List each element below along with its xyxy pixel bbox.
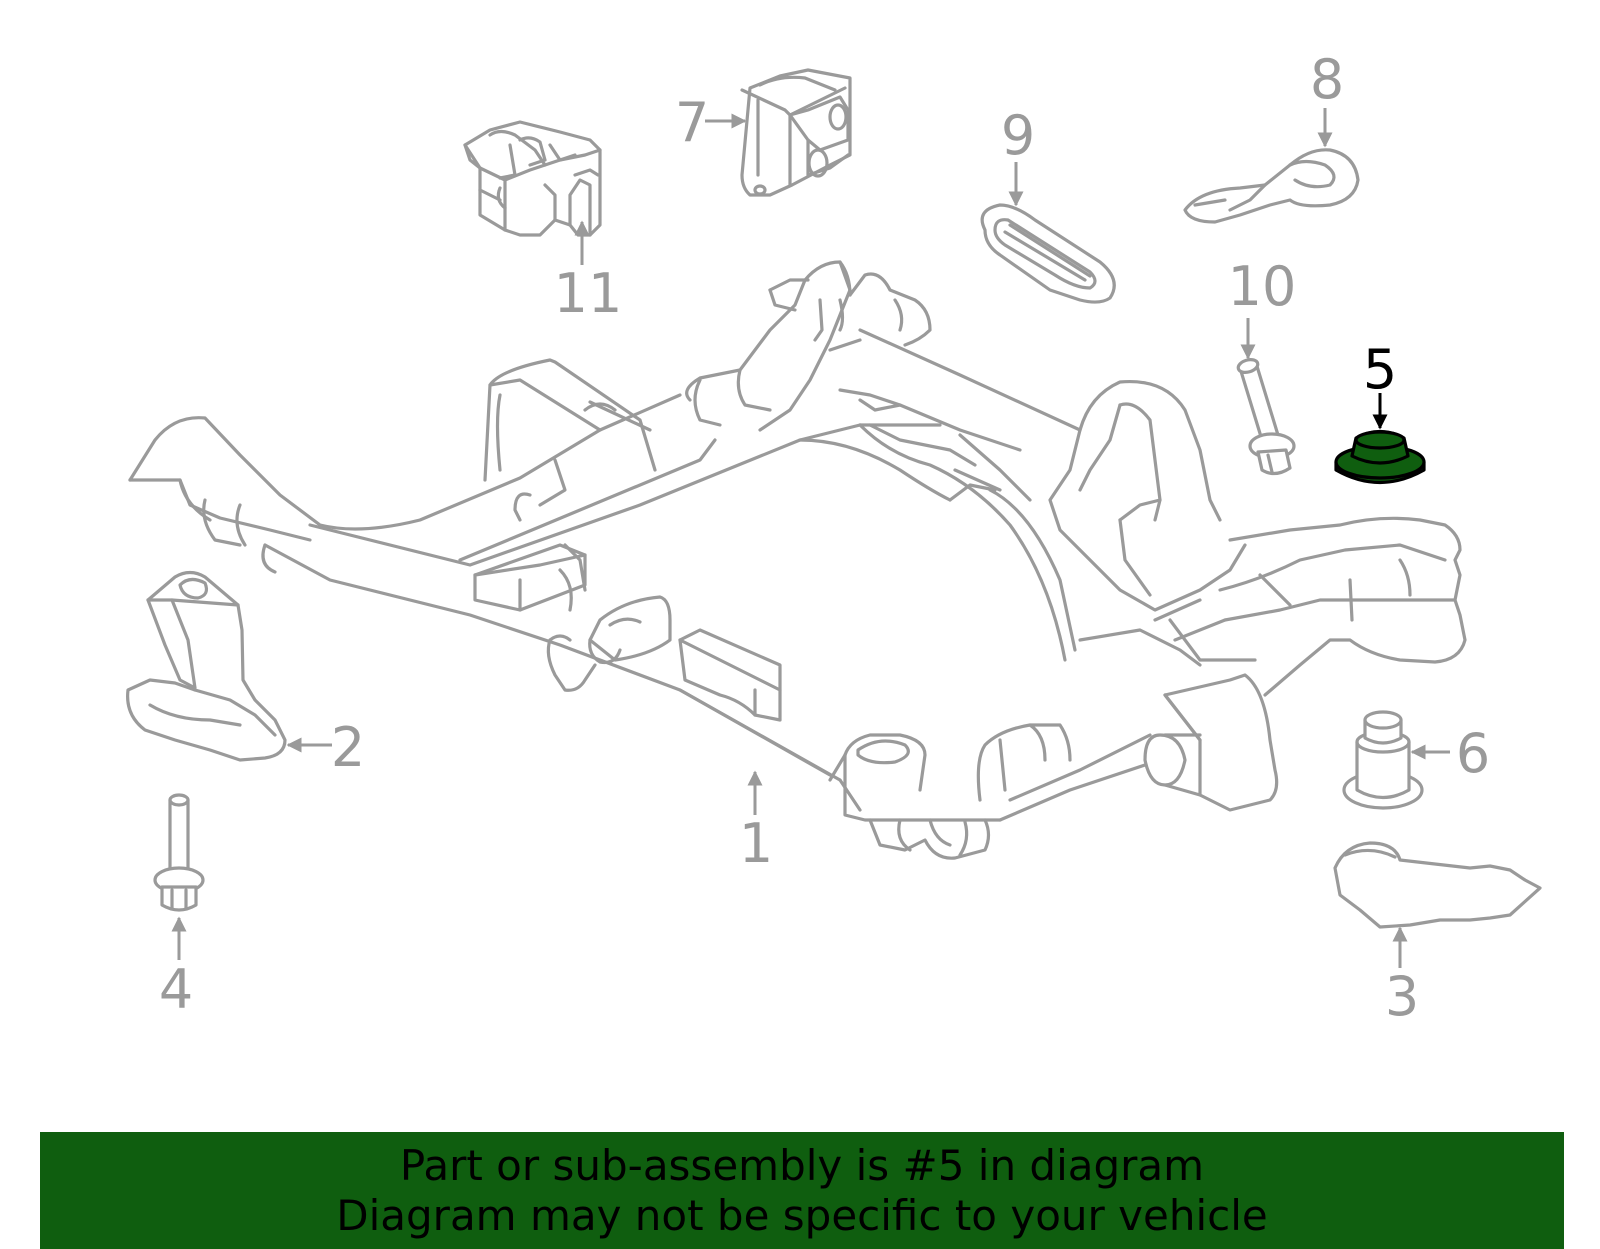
part-2-bracket[interactable] xyxy=(126,570,287,762)
part-3-bracket[interactable] xyxy=(1333,841,1542,929)
label-7: 7 xyxy=(675,91,709,154)
part-9-insulator[interactable] xyxy=(980,203,1116,304)
banner-line-disclaimer: Diagram may not be specific to your vehi… xyxy=(336,1190,1268,1240)
label-1: 1 xyxy=(739,812,773,875)
label-5: 5 xyxy=(1363,338,1397,401)
info-banner: Part or sub-assembly is #5 in diagram Di… xyxy=(40,1132,1564,1249)
part-10-bolt[interactable] xyxy=(1236,357,1296,476)
label-11: 11 xyxy=(554,262,623,325)
label-6: 6 xyxy=(1456,722,1490,785)
part-8-bracket[interactable] xyxy=(1183,148,1360,224)
part-6-bushing[interactable] xyxy=(1342,710,1424,810)
label-10: 10 xyxy=(1228,255,1297,318)
label-4: 4 xyxy=(159,958,193,1021)
part-11-mount[interactable] xyxy=(463,120,602,237)
part-5-bushing[interactable] xyxy=(1334,429,1426,485)
label-2: 2 xyxy=(331,716,365,779)
part-1-subframe[interactable] xyxy=(128,260,1467,860)
part-7-mount[interactable] xyxy=(740,68,852,197)
label-9: 9 xyxy=(1001,104,1035,167)
callout-labels: 1 2 3 4 5 6 7 8 9 10 11 xyxy=(159,48,1490,1028)
part-4-bolt[interactable] xyxy=(153,793,205,912)
banner-line-part: Part or sub-assembly is #5 in diagram xyxy=(399,1140,1205,1190)
label-3: 3 xyxy=(1385,965,1419,1028)
label-8: 8 xyxy=(1310,48,1344,111)
callout-arrows xyxy=(171,108,1450,968)
